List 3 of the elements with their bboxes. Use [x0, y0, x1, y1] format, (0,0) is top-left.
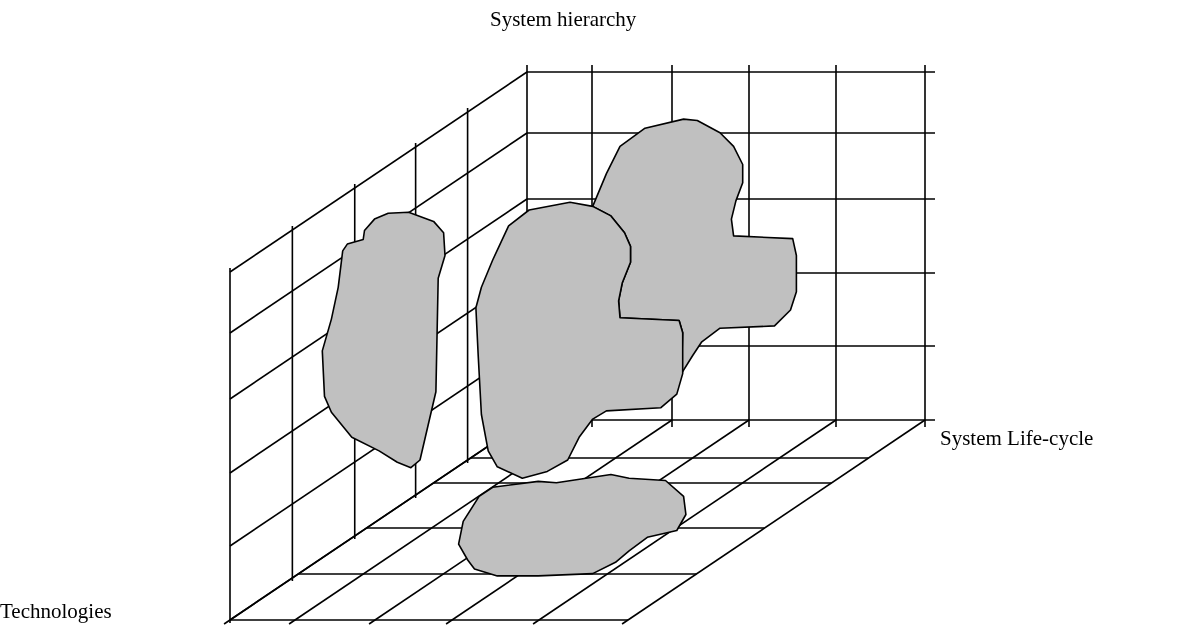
axis-label: System Life-cycle — [940, 427, 1094, 451]
axis-label: Technologies — [0, 600, 112, 624]
axis-label: System hierarchy — [490, 8, 637, 32]
